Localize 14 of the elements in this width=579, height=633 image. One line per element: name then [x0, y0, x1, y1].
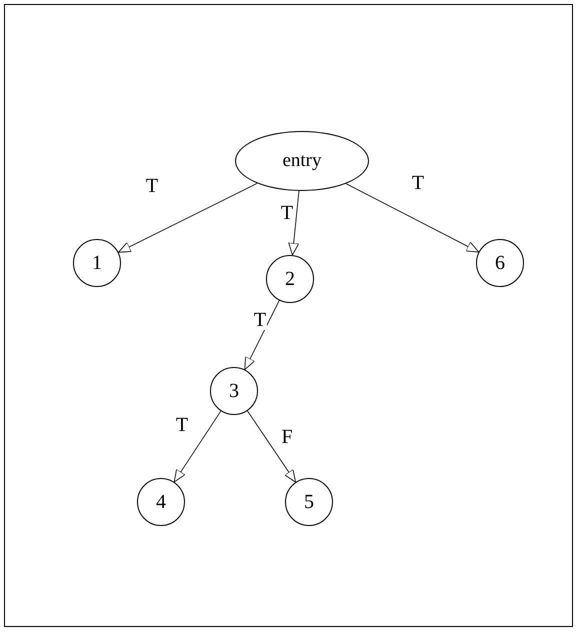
edge-label: T — [252, 310, 268, 330]
node-circle: 4 — [137, 478, 185, 526]
arrow — [174, 410, 222, 482]
node-circle: 1 — [73, 239, 121, 287]
arrow — [118, 182, 258, 253]
node-circle: 5 — [285, 478, 333, 526]
arrow — [244, 300, 280, 370]
entry-ellipse: entry — [235, 131, 369, 191]
arrow — [288, 190, 300, 256]
arrow — [346, 183, 480, 252]
node-circle: 2 — [266, 255, 314, 303]
node-circle: 3 — [210, 367, 258, 415]
node-circle: 6 — [476, 239, 524, 287]
arrow — [247, 410, 296, 483]
